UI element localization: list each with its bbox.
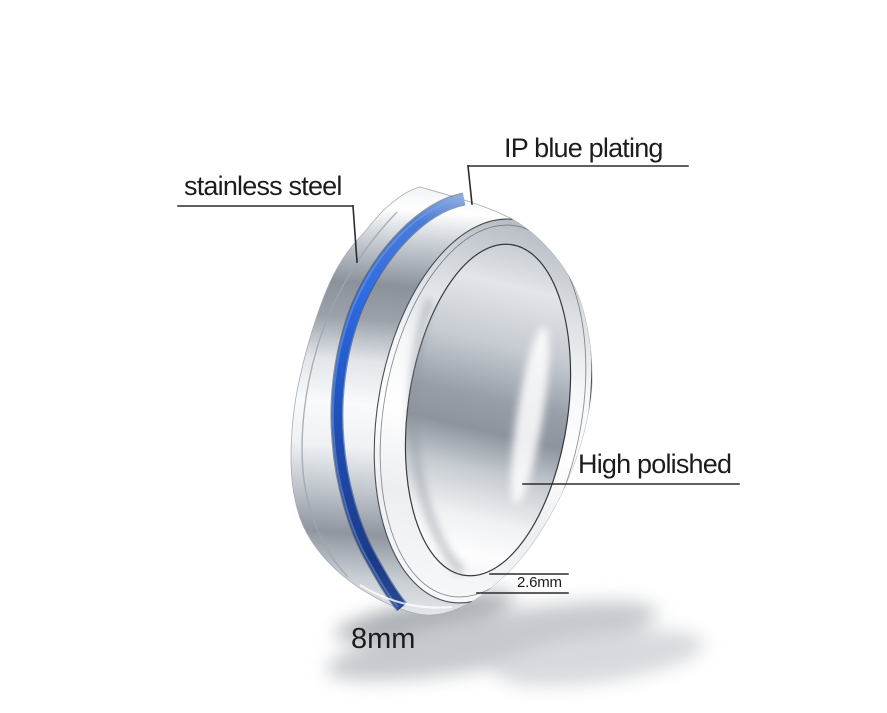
material-label: stainless steel [184,171,342,201]
bottom-edge-highlight [359,584,453,609]
plating-label: IP blue plating [504,133,663,163]
hole-inner-shadow [408,298,466,576]
plating-pointer-line [467,165,473,205]
band-width-label: 8mm [351,623,416,655]
blue-groove-stripe [330,192,466,612]
material-pointer-line [352,205,358,263]
finish-label: High polished [578,449,732,479]
rim-inner-step-line [379,224,587,598]
rim-thickness-label: 2.6mm [517,574,562,591]
hole-inner-highlight [510,326,550,504]
ring-shadow [326,591,705,686]
edge-chamfer-line [301,211,398,578]
